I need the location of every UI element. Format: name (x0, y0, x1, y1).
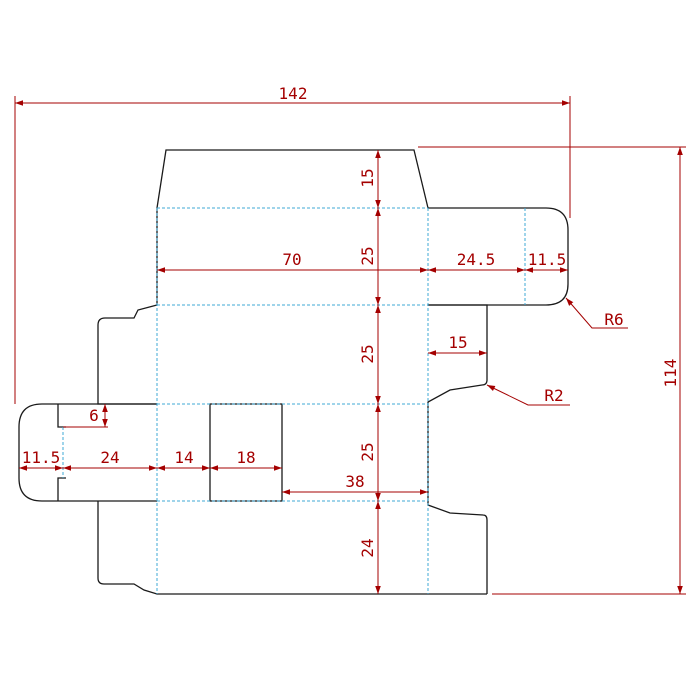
left-tuck-slit-bottom (57, 477, 66, 501)
label-panel-height-top: 25 (358, 246, 377, 265)
label-bottom-flap-height: 24 (358, 538, 377, 557)
label-left-flap-width: 24 (100, 448, 119, 467)
label-glue-strip-width: 14 (174, 448, 193, 467)
extension-lines (14, 96, 686, 595)
label-corner-radius-large: R6 (604, 310, 623, 329)
dimension-labels: 142 114 15 25 25 25 24 70 24.5 11.5 15 3… (22, 84, 680, 558)
label-top-tab-height: 15 (358, 168, 377, 187)
label-notch-depth: 6 (89, 406, 99, 425)
left-tuck-slit-top (57, 404, 66, 428)
right-mid-flap-cut (427, 304, 488, 594)
dimension-lines (15, 100, 683, 594)
label-panel-height-lower: 25 (358, 442, 377, 461)
label-side-flap-width: 24.5 (457, 250, 496, 269)
leader-r6 (565, 297, 628, 329)
left-top-dust-flap-cut (97, 208, 158, 405)
left-tuck-cut (18, 403, 157, 502)
label-window-width: 38 (345, 472, 364, 491)
label-panel-height-mid: 25 (358, 344, 377, 363)
label-corner-radius-small: R2 (544, 386, 563, 405)
top-tuck-flap-cut (156, 149, 429, 209)
fold-lines (62, 207, 526, 594)
label-overall-width: 142 (279, 84, 308, 103)
right-side-flap-cut (428, 207, 569, 306)
label-overall-height: 114 (661, 359, 680, 388)
label-slot-width: 18 (236, 448, 255, 467)
leader-r2 (486, 384, 570, 406)
bottom-edge-cut (97, 501, 487, 595)
cut-lines (18, 149, 569, 595)
label-right-flap-width: 15 (448, 333, 467, 352)
label-side-tuck-width-right: 11.5 (528, 250, 567, 269)
label-panel-width-main: 70 (282, 250, 301, 269)
label-left-tuck-width: 11.5 (22, 448, 61, 467)
